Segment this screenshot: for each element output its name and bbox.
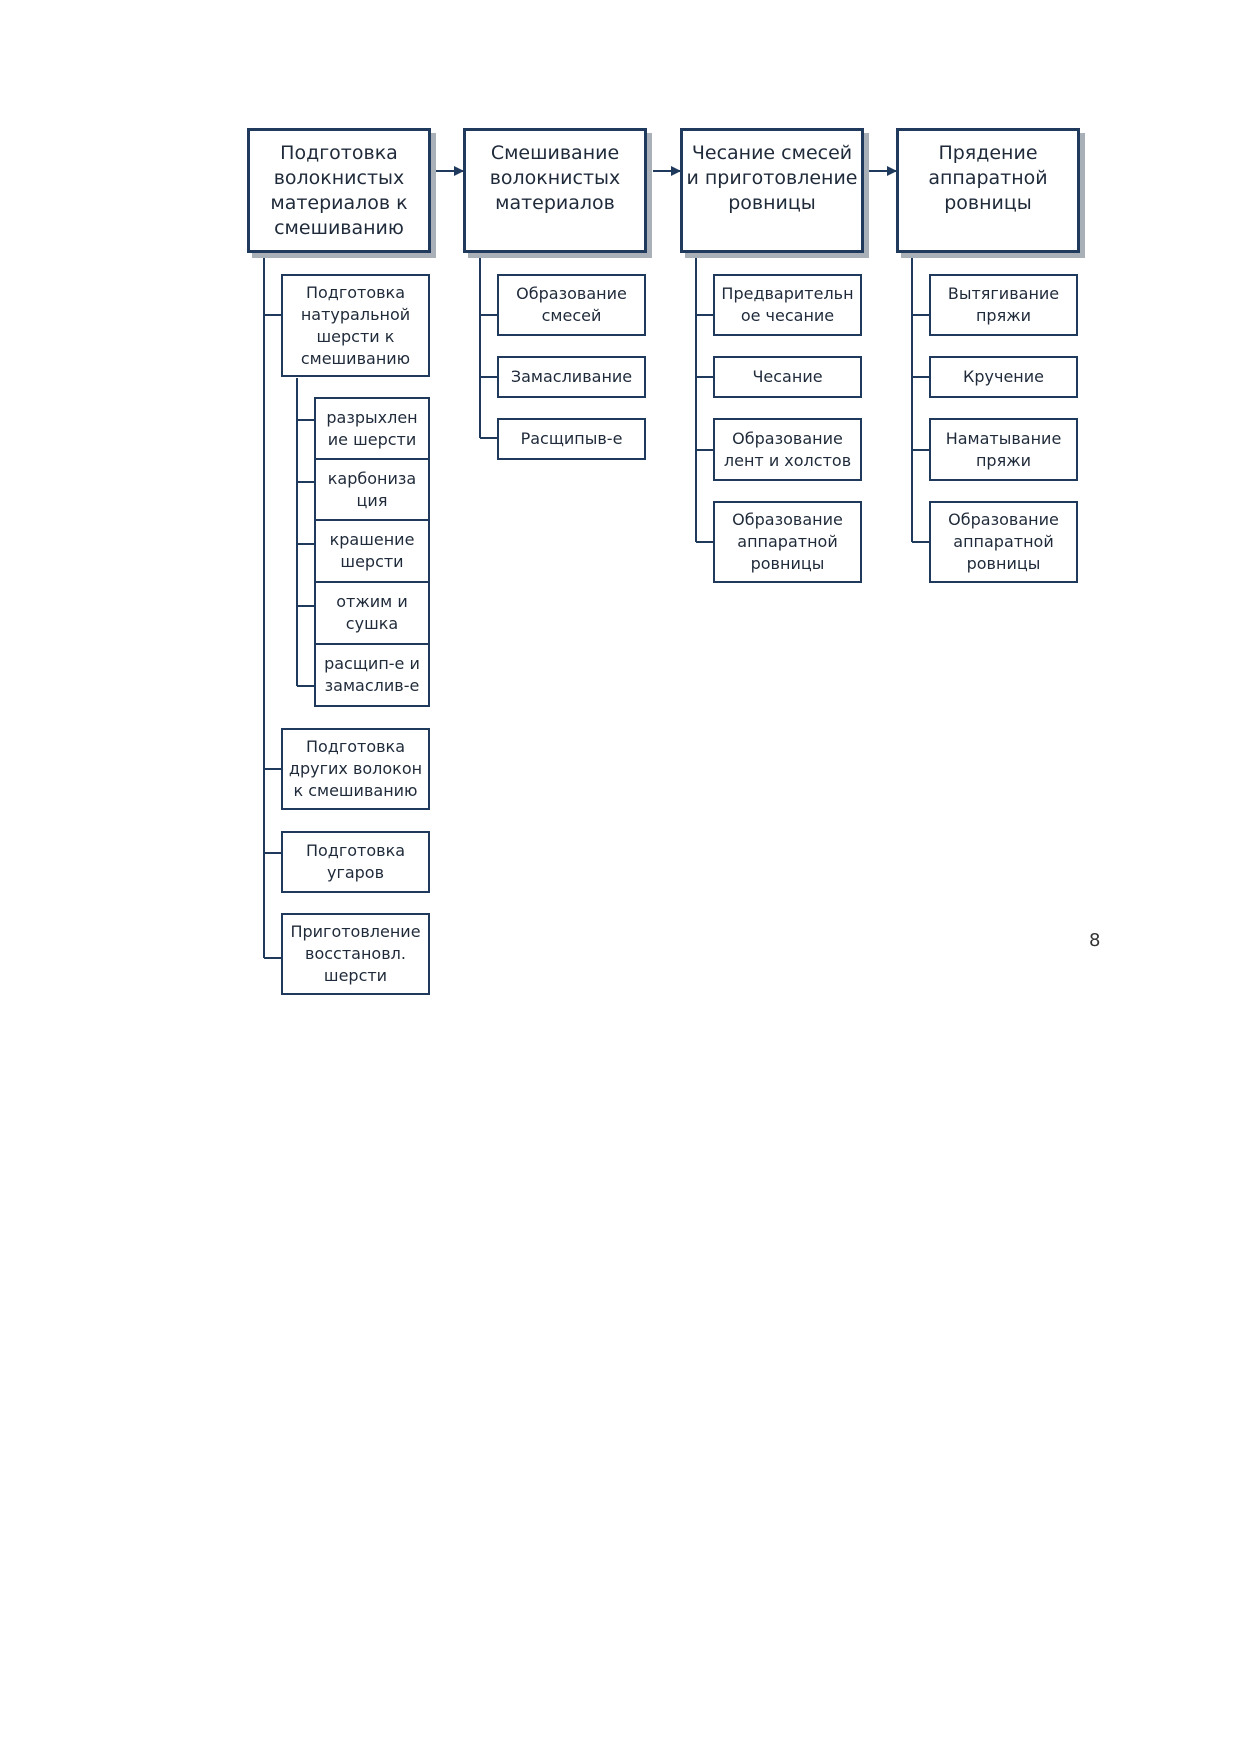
stage-4-box: Прядение аппаратной ровницы: [896, 128, 1080, 253]
stage-3-step-1-label: Предварительн ое чесание: [721, 284, 854, 325]
stage-3-step-4-box: Образование аппаратной ровницы: [713, 501, 862, 583]
stage-1-substep-2-box: карбониза ция: [314, 458, 430, 521]
stage-3-step-1-box: Предварительн ое чесание: [713, 274, 862, 336]
stage-1-step-4-box: Приготовление восстановл. шерсти: [281, 913, 430, 995]
stage-4-step-4-label: Образование аппаратной ровницы: [948, 510, 1059, 573]
stage-1-substep-3-box: крашение шерсти: [314, 519, 430, 583]
stage-4-step-2-label: Кручение: [963, 367, 1044, 386]
stage-2-step-2-box: Замасливание: [497, 356, 646, 398]
stage-4-step-2-box: Кручение: [929, 356, 1078, 398]
stage-1-step-3-label: Подготовка угаров: [305, 841, 406, 882]
stage-2-label: Смешивание волокнистых материалов: [489, 142, 621, 214]
stage-1-substep-1-label: разрыхлен ие шерсти: [326, 407, 418, 449]
stage-1-substep-5-box: расщип-е и замаслив-е: [314, 643, 430, 707]
stage-3-box: Чесание смесей и приготовление ровницы: [680, 128, 864, 253]
stage-1-step-1-box: Подготовка натуральной шерсти к смешиван…: [281, 274, 430, 377]
stage-2-box: Смешивание волокнистых материалов: [463, 128, 647, 253]
stray-mark: 8: [1089, 930, 1101, 951]
stage-3-step-2-box: Чесание: [713, 356, 862, 398]
stage-3-label: Чесание смесей и приготовление ровницы: [686, 142, 858, 214]
stage-1-step-3-box: Подготовка угаров: [281, 831, 430, 893]
stage-1-step-1-label: Подготовка натуральной шерсти к смешиван…: [300, 282, 411, 368]
stage-1-substep-3-label: крашение шерсти: [329, 530, 415, 571]
stage-3-step-3-label: Образование лент и холстов: [723, 428, 852, 470]
stage-1-substep-2-label: карбониза ция: [327, 468, 417, 510]
stage-3-step-3-box: Образование лент и холстов: [713, 418, 862, 481]
stage-1-step-2-label: Подготовка других волокон к смешиванию: [288, 737, 423, 800]
stage-3-step-4-label: Образование аппаратной ровницы: [732, 510, 843, 573]
stage-2-step-3-box: Расщипыв-е: [497, 418, 646, 460]
stage-1-substep-4-box: отжим и сушка: [314, 581, 430, 645]
stage-1-step-4-label: Приготовление восстановл. шерсти: [290, 922, 421, 985]
stage-4-step-3-box: Наматывание пряжи: [929, 418, 1078, 481]
stage-4-label: Прядение аппаратной ровницы: [928, 142, 1048, 214]
stage-3-step-2-label: Чесание: [752, 367, 823, 386]
stage-1-label: Подготовка волокнистых материалов к смеш…: [270, 142, 408, 239]
stage-2-step-1-label: Образование смесей: [516, 284, 627, 325]
stage-4-step-1-label: Вытягивание пряжи: [947, 284, 1060, 325]
stage-2-step-2-label: Замасливание: [510, 367, 633, 386]
stage-1-box: Подготовка волокнистых материалов к смеш…: [247, 128, 431, 253]
stage-1-substep-1-box: разрыхлен ие шерсти: [314, 397, 430, 460]
stage-4-step-3-label: Наматывание пряжи: [945, 428, 1062, 470]
stage-2-step-1-box: Образование смесей: [497, 274, 646, 336]
stage-4-step-4-box: Образование аппаратной ровницы: [929, 501, 1078, 583]
stage-1-substep-5-label: расщип-е и замаслив-е: [324, 654, 420, 695]
stage-1-substep-4-label: отжим и сушка: [336, 592, 408, 633]
stage-1-step-2-box: Подготовка других волокон к смешиванию: [281, 728, 430, 810]
stage-4-step-1-box: Вытягивание пряжи: [929, 274, 1078, 336]
stage-2-step-3-label: Расщипыв-е: [520, 429, 623, 448]
